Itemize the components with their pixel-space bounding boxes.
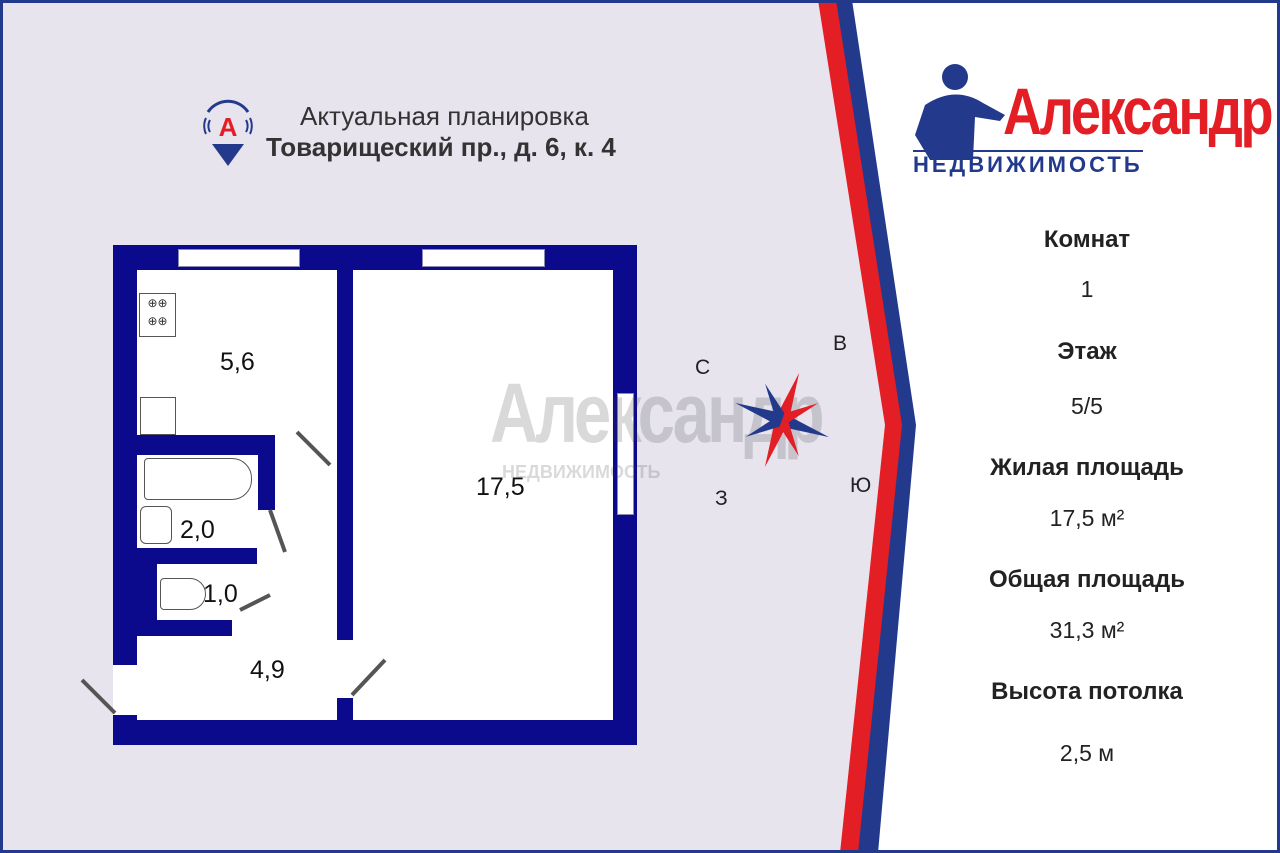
info-panel [852, 0, 1280, 853]
room-floor [353, 270, 613, 720]
man-figure-icon [915, 64, 1005, 160]
toilet-wall [137, 548, 257, 564]
door-leaf [268, 509, 287, 553]
svg-text:А: А [219, 112, 238, 142]
info-rooms-value: 1 [1080, 276, 1094, 302]
logo-subtitle: НЕДВИЖИМОСТЬ [913, 150, 1143, 177]
room-area-hallway: 4,9 [250, 656, 285, 684]
room-area-kitchen: 5,6 [220, 348, 255, 376]
door-leaf [295, 430, 332, 467]
window [178, 249, 300, 267]
bathroom-wall [258, 435, 275, 510]
window [617, 393, 634, 515]
entrance-gap [113, 665, 139, 715]
door-swings [80, 430, 387, 715]
door-leaf [239, 593, 271, 612]
room-area-living: 17,5 [476, 473, 525, 501]
door-gap [337, 640, 353, 698]
info-living-value: 17,5 м² [1049, 505, 1125, 531]
logo: Александр НЕДВИЖИМОСТЬ [905, 55, 1274, 177]
room-area-bathroom: 2,0 [180, 516, 215, 544]
stove-icon: ⊕⊕⊕⊕ [139, 293, 176, 337]
info-living-label: Жилая площадь [990, 454, 1184, 481]
info-ceiling-label: Высота потолка [991, 678, 1183, 705]
toilet-icon [160, 578, 206, 610]
compass-west: З [715, 487, 728, 510]
bathtub-icon [144, 458, 252, 500]
bathroom-wall [137, 435, 275, 455]
info-rooms-label: Комнат [1043, 226, 1131, 253]
sink-icon [140, 506, 172, 544]
plan-title: Актуальная планировка [300, 101, 589, 131]
compass-rose-icon [735, 373, 829, 467]
location-pin-icon: А [203, 99, 253, 166]
info-ceiling-value: 2,5 м [1059, 740, 1115, 766]
window [422, 249, 545, 267]
info-total-label: Общая площадь [988, 566, 1186, 593]
info-floor-label: Этаж [1057, 338, 1117, 365]
info-total-value: 31,3 м² [1049, 617, 1125, 643]
compass-north: С [695, 356, 711, 379]
door-leaf [80, 678, 117, 715]
compass-east: В [833, 332, 848, 355]
info-floor-value: 5/5 [1071, 393, 1103, 419]
room-area-toilet: 1,0 [203, 580, 238, 608]
address: Товарищеский пр., д. 6, к. 4 [266, 132, 616, 162]
door-leaf [350, 658, 387, 697]
toilet-wall [137, 564, 157, 624]
kitchen-sink-icon [140, 397, 176, 435]
compass-south: Ю [850, 474, 872, 497]
logo-name: Александр [1003, 74, 1274, 148]
toilet-wall [137, 620, 232, 636]
